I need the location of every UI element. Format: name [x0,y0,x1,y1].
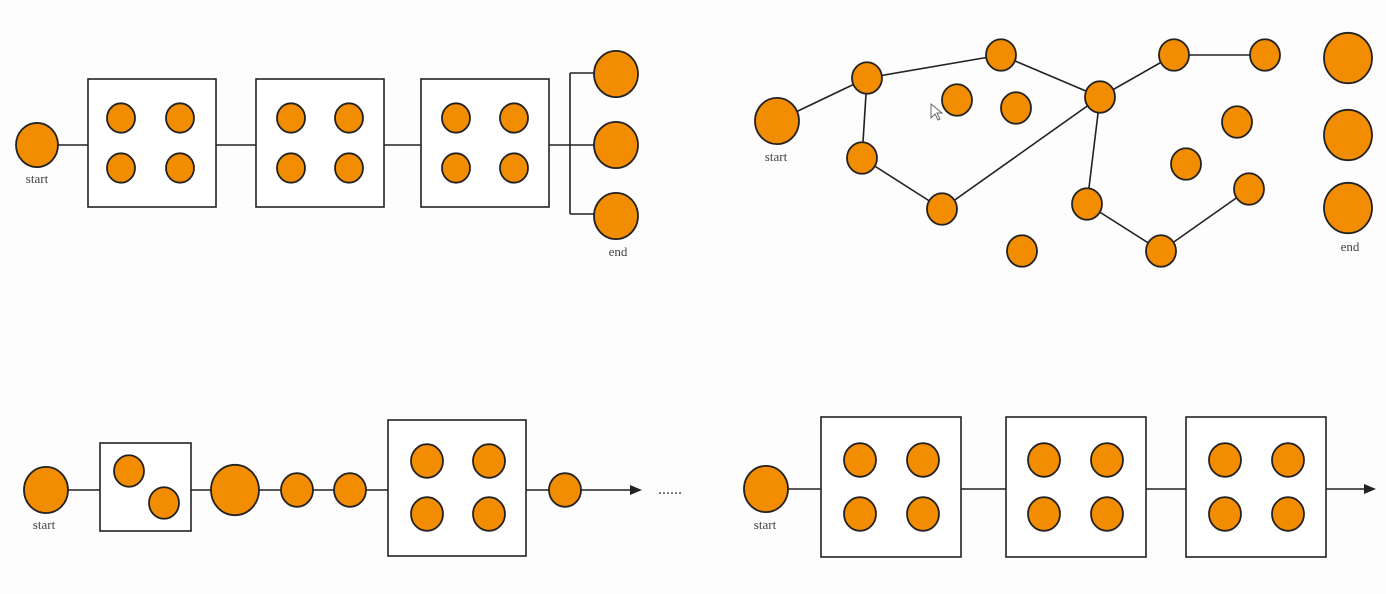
inner-node [1271,442,1305,478]
mouse-cursor-icon [930,102,944,121]
end-node [593,50,639,99]
end-node [1323,181,1373,235]
arrowhead-icon [1364,484,1376,494]
inner-node [1090,496,1124,532]
inner-node [113,454,145,488]
end-node [593,191,639,240]
arrowhead-icon [630,485,642,495]
inner-node [472,443,506,479]
node [280,472,314,508]
graph-node [846,141,878,175]
graph-node [926,192,958,226]
inner-node [472,496,506,532]
start-node [23,465,69,514]
graph-node [1221,105,1253,139]
graph-edge [1160,188,1250,252]
stage-box-1 [820,416,962,558]
inner-node [1027,442,1061,478]
inner-node [1027,496,1061,532]
graph-node [1170,147,1202,181]
inner-node [1208,496,1242,532]
graph-edge [866,54,1002,79]
graph-node [1000,91,1032,125]
start-node [754,97,800,146]
end-node [593,121,639,170]
start-node [743,464,789,513]
graph-node [1006,234,1038,268]
inner-node [906,496,940,532]
stage-box-2 [255,78,385,208]
stage-box [99,442,192,532]
top-right-end-label: end [1341,239,1360,254]
inner-node [165,152,195,184]
stage-box-3 [1185,416,1327,558]
bottom-left-start-label: start [33,517,56,532]
inner-node [410,443,444,479]
node [210,463,260,517]
graph-node [1084,80,1116,114]
graph-node [1233,172,1265,206]
inner-node [499,152,529,184]
stage-box [387,419,527,557]
inner-node [410,496,444,532]
graph-node [1145,234,1177,268]
inner-node [499,102,529,134]
bottom-left-ellipsis: ...... [658,481,682,498]
bottom-right-start-label: start [754,517,777,532]
end-node [1323,108,1373,162]
stage-box-1 [87,78,217,208]
node [333,472,367,508]
inner-node [441,152,471,184]
graph-node [1071,187,1103,221]
graph-edge [1000,54,1101,98]
inner-node [1090,442,1124,478]
inner-node [1271,496,1305,532]
graph-edge [941,96,1101,210]
inner-node [843,496,877,532]
start-node [15,122,59,168]
top-left-end-label: end [609,244,628,259]
graph-node [941,83,973,117]
graph-node [851,61,883,95]
graph-node [1249,38,1281,72]
inner-node [276,102,306,134]
graph-node [985,38,1017,72]
inner-node [843,442,877,478]
end-node [1323,31,1373,85]
node [548,472,582,508]
inner-node [906,442,940,478]
top-right-start-label: start [765,149,788,164]
inner-node [165,102,195,134]
stage-box-2 [1005,416,1147,558]
graph-node [1158,38,1190,72]
graph-edge [1086,96,1101,205]
inner-node [334,152,364,184]
inner-node [334,102,364,134]
inner-node [441,102,471,134]
inner-node [276,152,306,184]
top-left-start-label: start [26,171,49,186]
stage-box-3 [420,78,550,208]
inner-node [1208,442,1242,478]
inner-node [106,102,136,134]
inner-node [106,152,136,184]
inner-node [148,486,180,520]
